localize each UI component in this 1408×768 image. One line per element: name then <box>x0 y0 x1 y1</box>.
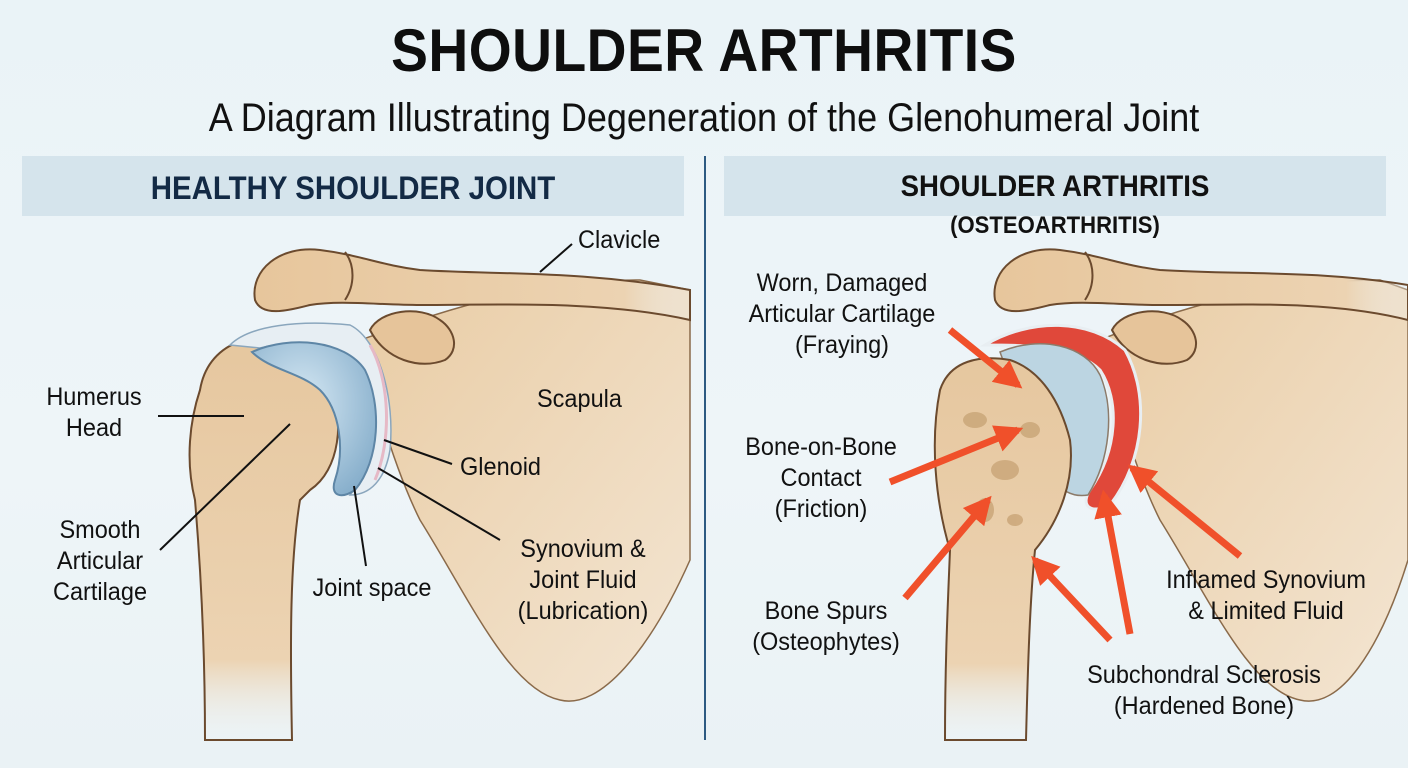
healthy-panel-header: HEALTHY SHOULDER JOINT <box>22 156 684 216</box>
label-clavicle: Clavicle <box>578 226 661 254</box>
label-bone-contact-line2: Contact <box>780 464 862 492</box>
label-worn-line2: Articular Cartilage <box>748 300 936 328</box>
label-cartilage-line3: Cartilage <box>52 578 148 606</box>
label-bone-contact-line3: (Friction) <box>774 495 868 523</box>
label-worn-line1: Worn, Damaged <box>756 269 928 297</box>
panel-divider <box>704 156 706 740</box>
label-synovium-line1: Synovium & <box>520 535 646 563</box>
label-sclerosis-line2: (Hardened Bone) <box>1113 692 1295 720</box>
label-cartilage-line1: Smooth <box>59 516 141 544</box>
subtitle: A Diagram Illustrating Degeneration of t… <box>208 96 1200 140</box>
clavicle-shape <box>253 248 691 322</box>
damaged-humerus-shape <box>933 357 1072 741</box>
cartilage-shape <box>250 341 378 497</box>
label-sclerosis-line1: Subchondral Sclerosis <box>1087 661 1321 689</box>
label-spurs-line1: Bone Spurs <box>764 597 888 625</box>
label-glenoid: Glenoid <box>460 453 542 481</box>
label-spurs-line2: (Osteophytes) <box>752 628 900 656</box>
label-synovium-line3: (Lubrication) <box>517 597 649 625</box>
label-inflamed-line2: & Limited Fluid <box>1188 597 1344 625</box>
label-joint-space: Joint space <box>312 574 432 602</box>
healthy-shoulder-drawing <box>158 243 691 741</box>
label-humerus-line1: Humerus <box>46 383 142 411</box>
main-title: SHOULDER ARTHRITIS <box>391 17 1017 84</box>
arthritis-panel-subtitle: (OSTEOARTHRITIS) <box>950 212 1160 239</box>
arthritis-panel-header: SHOULDER ARTHRITIS (OSTEOARTHRITIS) <box>724 156 1386 239</box>
label-cartilage-line2: Articular <box>56 547 144 575</box>
healthy-panel-title: HEALTHY SHOULDER JOINT <box>150 170 556 206</box>
label-synovium-line2: Joint Fluid <box>529 566 637 594</box>
label-worn-line3: (Fraying) <box>794 331 889 359</box>
label-humerus-line2: Head <box>65 414 123 442</box>
label-bone-contact-line1: Bone-on-Bone <box>745 433 897 461</box>
humerus-shape <box>188 336 340 741</box>
arthritic-shoulder-drawing <box>888 248 1408 741</box>
label-scapula: Scapula <box>537 385 622 413</box>
arthritis-panel-title: SHOULDER ARTHRITIS <box>900 170 1210 203</box>
label-inflamed-line1: Inflamed Synovium <box>1166 566 1366 594</box>
